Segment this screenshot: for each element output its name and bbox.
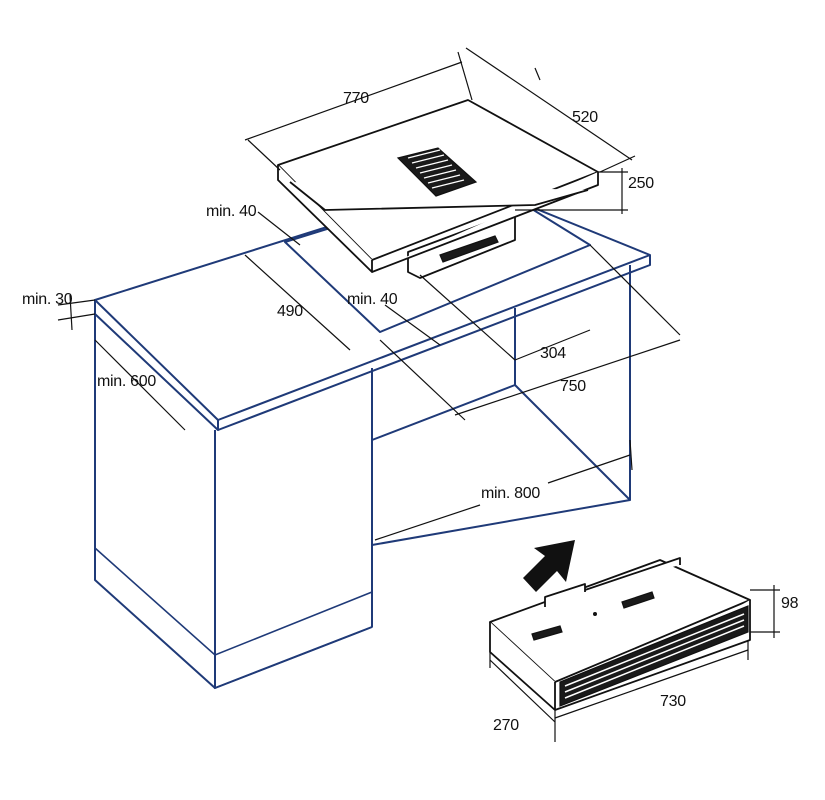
- unit-front: [489, 622, 556, 711]
- label-unit-width: 730: [660, 693, 686, 710]
- label-cutout-margin-side: min. 40: [347, 291, 398, 308]
- label-unit-height: 98: [781, 595, 799, 612]
- label-cabinet-depth: min. 600: [97, 373, 156, 390]
- label-cutout-margin-front: min. 40: [206, 203, 257, 220]
- label-worktop-thickness: min. 30: [22, 291, 73, 308]
- unit-front-grille: [559, 605, 749, 707]
- label-hob-depth: 520: [572, 109, 598, 126]
- extractor-unit: [489, 557, 751, 711]
- cabinet-left-side: [94, 314, 216, 689]
- worktop-right-edge: [217, 255, 651, 431]
- dimension-labels: 770 520 250 min. 40 490 min. 40 min. 30 …: [22, 90, 799, 734]
- hob-vent-grille: [396, 147, 478, 197]
- label-cutout-depth: 490: [277, 303, 303, 320]
- label-cutout-width: 750: [560, 378, 586, 395]
- worktop-front-edge: [94, 300, 219, 431]
- insert-arrow-icon: [523, 540, 575, 592]
- label-hob-height: 250: [628, 175, 654, 192]
- label-unit-depth: 270: [493, 717, 519, 734]
- label-duct-offset: 304: [540, 345, 566, 362]
- label-hob-width: 770: [343, 90, 369, 107]
- label-cabinet-width: min. 800: [481, 485, 540, 502]
- cabinet-interior: [371, 308, 516, 441]
- hob: [277, 99, 599, 279]
- dimension-lines: [57, 47, 780, 742]
- cabinet-plinth: [94, 547, 373, 656]
